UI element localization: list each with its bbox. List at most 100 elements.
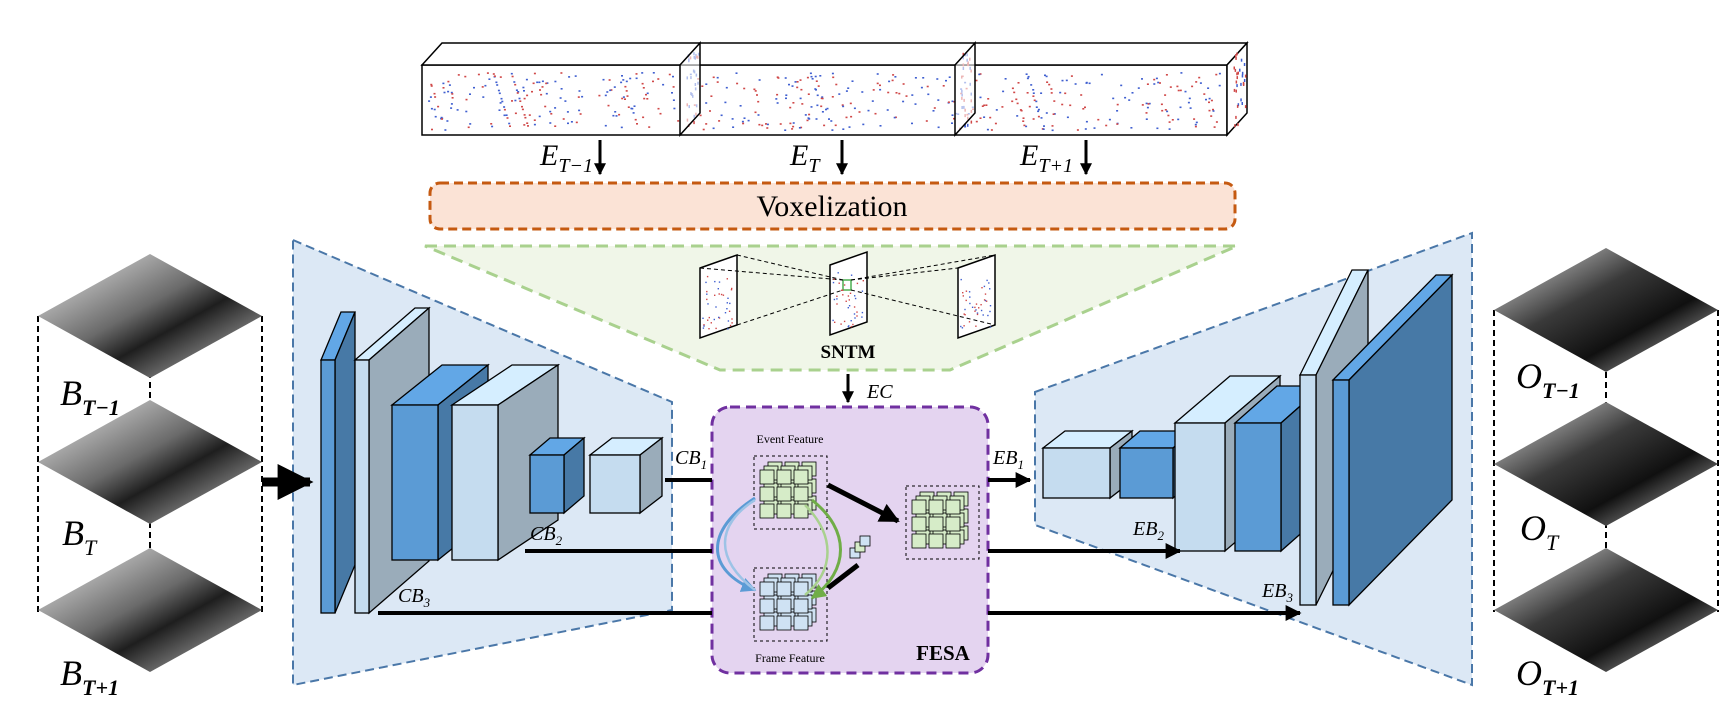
event-point (898, 92, 901, 95)
output-label-2: OT+1 (1516, 653, 1579, 700)
ec-label: EC (866, 381, 893, 403)
feature-cell (945, 516, 961, 532)
event-point (1141, 104, 1144, 106)
event-point (1215, 73, 1218, 76)
event-point (1064, 92, 1067, 95)
sntm-event-point (975, 309, 977, 311)
sntm-event-point (710, 322, 712, 324)
event-point (609, 89, 612, 92)
sntm-event-point (706, 293, 708, 295)
sntm-event-point (848, 299, 850, 301)
event-point (849, 102, 852, 105)
event-point (894, 76, 897, 78)
event-point (989, 116, 992, 119)
event-point (1236, 52, 1238, 56)
event-point (473, 86, 475, 89)
event-point (560, 72, 563, 74)
sntm-event-point (729, 324, 732, 327)
event-point (527, 125, 529, 127)
sntm-event-point (983, 285, 986, 288)
event-point (488, 78, 491, 80)
event-point (1184, 90, 1187, 93)
event-point (492, 73, 495, 75)
event-point (506, 117, 509, 119)
event-point (936, 78, 939, 80)
event-point (1080, 94, 1083, 96)
event-point (937, 99, 940, 101)
sntm-event-point (976, 312, 979, 314)
event-point (876, 73, 879, 75)
event-point (1066, 116, 1069, 119)
sntm-event-point (968, 291, 971, 293)
event-point (549, 110, 552, 113)
event-point (625, 90, 628, 92)
event-point (672, 86, 675, 88)
fused-feature-cube (905, 485, 980, 560)
sntm-event-point (836, 298, 838, 300)
frame-feature-label: Frame Feature (755, 651, 825, 665)
event-point (1050, 88, 1053, 90)
event-point (951, 122, 953, 124)
sntm-event-point (971, 306, 974, 308)
sntm-event-point (718, 281, 721, 283)
event-point (962, 52, 964, 56)
sntm-event-point (726, 308, 728, 310)
event-point (575, 121, 578, 124)
event-point (757, 114, 760, 116)
sntm-event-point (983, 299, 986, 301)
event-point (503, 106, 506, 108)
sntm-event-point (850, 320, 852, 322)
event-point (442, 82, 445, 85)
event-point (1145, 102, 1148, 105)
event-point (948, 76, 951, 78)
encoder-block-6 (588, 436, 664, 515)
sntm-event-point (708, 316, 710, 319)
event-point (825, 108, 827, 111)
event-point (477, 73, 480, 76)
event-point (431, 128, 433, 131)
event-point (531, 90, 533, 93)
sntm-event-point (850, 325, 852, 328)
event-point (643, 97, 646, 100)
event-point (465, 110, 468, 113)
event-point (1180, 72, 1183, 74)
event-point (894, 116, 897, 119)
event-point (518, 97, 521, 100)
sntm-event-point (980, 304, 982, 306)
event-point (606, 91, 609, 93)
event-point (539, 89, 541, 91)
sntm-event-point (861, 290, 864, 292)
event-point (521, 108, 524, 111)
sntm-event-point (837, 272, 839, 274)
sntm-event-point (706, 290, 708, 293)
event-point (1160, 103, 1163, 106)
sntm-event-point (962, 292, 964, 294)
event-point (1157, 81, 1160, 84)
event-point (662, 83, 665, 86)
event-point (1235, 89, 1237, 93)
event-point (814, 75, 817, 78)
event-point (1116, 103, 1119, 106)
event-point (1048, 83, 1051, 86)
event-point (1022, 117, 1025, 119)
event-point (932, 110, 935, 112)
event-point (867, 109, 870, 112)
event-point (828, 118, 830, 120)
event-point (566, 111, 569, 113)
encoder-block-1 (320, 311, 356, 614)
sntm-focus-patch (842, 279, 852, 291)
event-point (602, 78, 605, 81)
event-point (511, 75, 514, 78)
event-point (1240, 58, 1243, 62)
event-point (1069, 104, 1072, 107)
sntm-event-point (961, 327, 964, 329)
event-point (775, 98, 778, 100)
event-point (641, 72, 644, 74)
sntm-event-point (731, 318, 733, 320)
sntm-event-point (702, 317, 704, 319)
block-front (1332, 379, 1350, 606)
event-point (1208, 101, 1210, 104)
fesa-feature-cubes (753, 455, 980, 642)
feature-cell (759, 469, 775, 485)
event-point (1116, 123, 1119, 125)
